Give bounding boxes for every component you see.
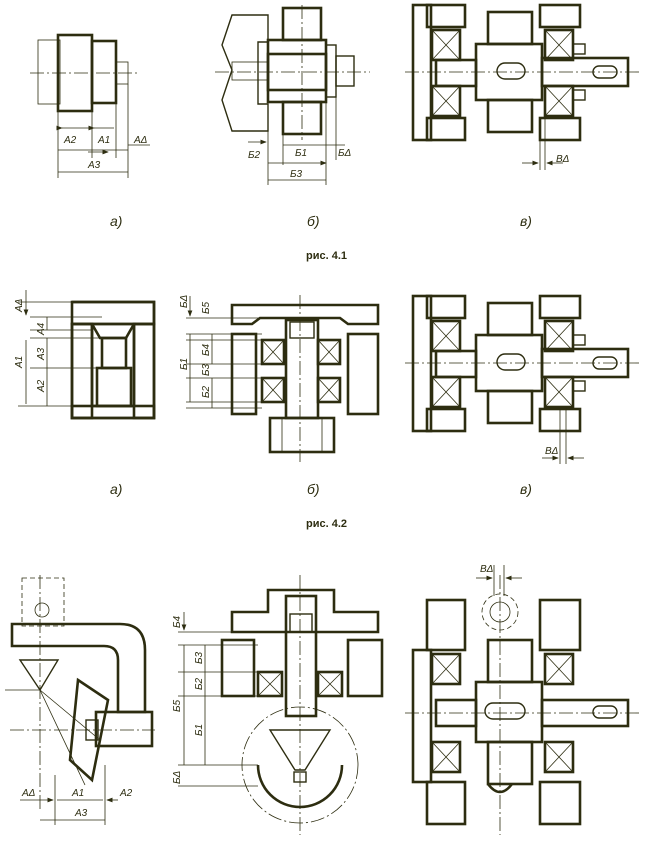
fig43-b-drawing: [178, 575, 384, 835]
fig41-a-drawing: [30, 33, 150, 178]
dim-B5-43: Б5: [172, 699, 183, 712]
figure-caption-41: рис. 4.1: [306, 250, 347, 262]
dim-B3: Б3: [290, 169, 303, 180]
fig43-a-drawing: [5, 575, 155, 825]
dim-A2-42: A2: [36, 379, 47, 393]
dim-AD: AΔ: [133, 135, 148, 146]
dim-B1-43: Б1: [194, 724, 205, 736]
fig42-a-drawing: [18, 290, 156, 420]
panel-label-42b: б): [307, 481, 320, 497]
dim-B3-43: Б3: [194, 651, 205, 664]
dim-B1-42: Б1: [179, 358, 190, 370]
dim-A1-42: A1: [14, 356, 25, 369]
dim-A1-43: A1: [71, 788, 84, 799]
panel-label-42a: а): [110, 481, 122, 497]
dim-BD: БΔ: [338, 148, 352, 159]
dim-AD-43: AΔ: [21, 788, 36, 799]
dim-AD-42: AΔ: [14, 298, 25, 313]
fig42-v-drawing: [405, 294, 640, 464]
panel-label-41a: а): [110, 213, 122, 229]
dim-VD: BΔ: [556, 154, 570, 165]
panel-label-41b: б): [307, 213, 320, 229]
dim-A2: A2: [63, 135, 77, 146]
dim-BD-42: БΔ: [179, 294, 190, 308]
dim-B2: Б2: [248, 150, 261, 161]
dim-VD-43: BΔ: [480, 564, 494, 575]
dim-B4-42: Б4: [201, 343, 212, 356]
panel-label-42v: в): [520, 481, 532, 497]
dim-A2-43: A2: [119, 788, 133, 799]
dim-B4-43: Б4: [172, 615, 183, 628]
fig41-v-drawing: [405, 3, 640, 170]
dim-B2-43: Б2: [194, 677, 205, 690]
dim-VD-42: BΔ: [545, 446, 559, 457]
fig42-b-drawing: [186, 295, 380, 462]
panel-label-41v: в): [520, 213, 532, 229]
dim-B5-42: Б5: [201, 301, 212, 314]
dim-B1: Б1: [295, 148, 307, 159]
dim-A3-43: A3: [74, 808, 88, 819]
dim-BD-43: БΔ: [172, 770, 183, 784]
dim-B2-42: Б2: [201, 385, 212, 398]
fig41-b-drawing: [215, 5, 370, 185]
dim-A1: A1: [97, 135, 110, 146]
figure-caption-42: рис. 4.2: [306, 518, 347, 530]
dim-B3-42: Б3: [201, 363, 212, 376]
fig43-v-drawing: [405, 565, 640, 835]
dim-A3-42: A3: [36, 347, 47, 361]
dim-A3: A3: [87, 160, 101, 171]
dim-A4-42: A4: [36, 322, 47, 336]
